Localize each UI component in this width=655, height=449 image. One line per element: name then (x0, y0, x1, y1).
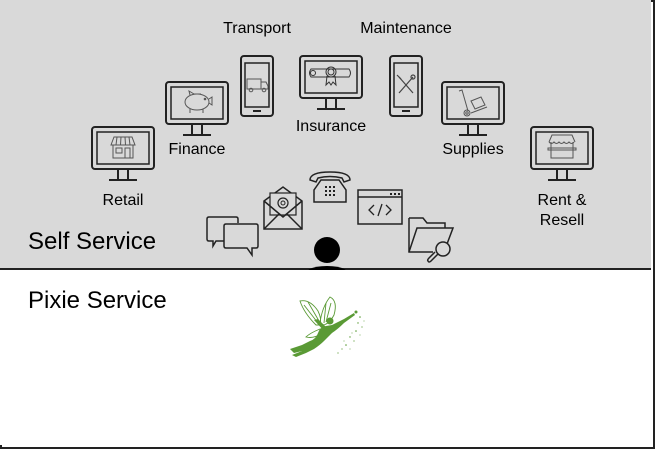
rent-resell-line2: Resell (539, 212, 585, 229)
code-window-icon (357, 189, 403, 225)
rent-resell-line1: Rent & (537, 192, 587, 209)
telephone-icon (308, 170, 352, 204)
channel-label-maintenance: Maintenance (360, 20, 452, 37)
channel-label-finance: Finance (168, 141, 226, 158)
channel-label-transport: Transport (223, 20, 291, 37)
certificate-icon (309, 66, 351, 87)
supplies-monitor-icon (441, 81, 505, 137)
piggy-bank-icon (184, 89, 213, 113)
rent-resell-monitor-icon (530, 126, 594, 182)
pixie-service-section: Pixie Service (0, 270, 651, 445)
storefront-icon (110, 136, 136, 159)
email-icon (262, 185, 304, 231)
self-service-section: Self Service Retail (0, 0, 651, 270)
pixie-service-title: Pixie Service (28, 287, 167, 314)
insurance-monitor-icon (299, 55, 363, 111)
tools-icon (396, 74, 416, 94)
channel-label-retail: Retail (102, 192, 144, 209)
self-service-title: Self Service (28, 228, 157, 255)
hand-truck-icon (458, 89, 488, 117)
market-stall-icon (547, 134, 577, 159)
finance-monitor-icon (165, 81, 229, 137)
truck-icon (246, 78, 269, 93)
channel-label-insurance: Insurance (295, 118, 367, 135)
transport-phone-icon (240, 55, 274, 117)
folder-search-icon (407, 216, 455, 264)
chat-bubbles-icon (206, 215, 260, 258)
fairy-icon (284, 293, 374, 359)
maintenance-phone-icon (389, 55, 423, 117)
channel-label-supplies: Supplies (442, 141, 504, 158)
channel-label-rent-resell: Rent & Resell (526, 191, 598, 231)
retail-monitor-icon (91, 126, 155, 182)
